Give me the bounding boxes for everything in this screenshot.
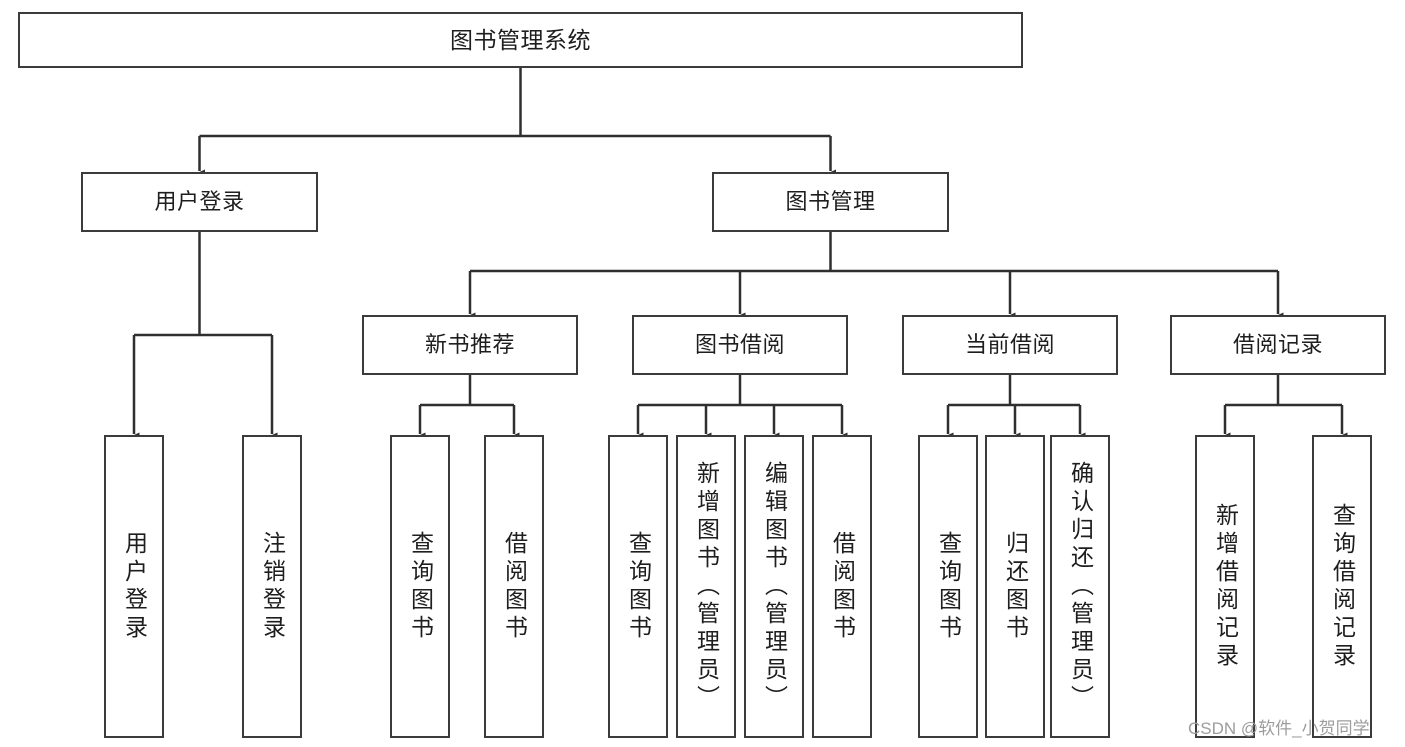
- node-label: 查询图书: [935, 530, 962, 643]
- node-label: 归还图书: [1002, 530, 1029, 643]
- node-n5: 查询图书: [608, 435, 668, 738]
- node-label: 查询图书: [625, 530, 652, 643]
- node-label: 确认归还（管理员）: [1067, 460, 1094, 713]
- node-label: 查询图书: [407, 530, 434, 643]
- node-l2c: 当前借阅: [902, 315, 1118, 375]
- connector-paths: [128, 68, 1348, 443]
- node-label: 借阅记录: [1232, 332, 1323, 358]
- node-label: 图书借阅: [694, 332, 785, 358]
- node-label: 图书管理系统: [450, 26, 591, 53]
- node-n10: 归还图书: [985, 435, 1045, 738]
- node-l1a: 用户登录: [81, 172, 318, 232]
- node-label: 查询借阅记录: [1329, 502, 1356, 671]
- watermark: CSDN @软件_小贺同学: [1188, 719, 1370, 738]
- node-l2a: 新书推荐: [362, 315, 578, 375]
- node-n13: 查询借阅记录: [1312, 435, 1372, 738]
- node-root: 图书管理系统: [18, 12, 1023, 68]
- node-label: 用户登录: [121, 530, 148, 643]
- node-label: 借阅图书: [501, 530, 528, 643]
- node-n6: 新增图书（管理员）: [676, 435, 736, 738]
- node-label: 新增借阅记录: [1212, 502, 1239, 671]
- node-l1b: 图书管理: [712, 172, 949, 232]
- node-n9: 查询图书: [918, 435, 978, 738]
- node-label: 注销登录: [259, 530, 286, 643]
- node-n12: 新增借阅记录: [1195, 435, 1255, 738]
- node-label: 新书推荐: [424, 332, 515, 358]
- node-n4: 借阅图书: [484, 435, 544, 738]
- node-n7: 编辑图书（管理员）: [744, 435, 804, 738]
- node-label: 借阅图书: [829, 530, 856, 643]
- node-n3: 查询图书: [390, 435, 450, 738]
- node-label: 图书管理: [785, 189, 876, 215]
- node-l2d: 借阅记录: [1170, 315, 1386, 375]
- node-label: 新增图书（管理员）: [693, 460, 720, 713]
- node-label: 编辑图书（管理员）: [761, 460, 788, 713]
- node-n1: 用户登录: [104, 435, 164, 738]
- node-n2: 注销登录: [242, 435, 302, 738]
- node-l2b: 图书借阅: [632, 315, 848, 375]
- node-n8: 借阅图书: [812, 435, 872, 738]
- node-n11: 确认归还（管理员）: [1050, 435, 1110, 738]
- node-label: 当前借阅: [964, 332, 1055, 358]
- node-label: 用户登录: [154, 189, 245, 215]
